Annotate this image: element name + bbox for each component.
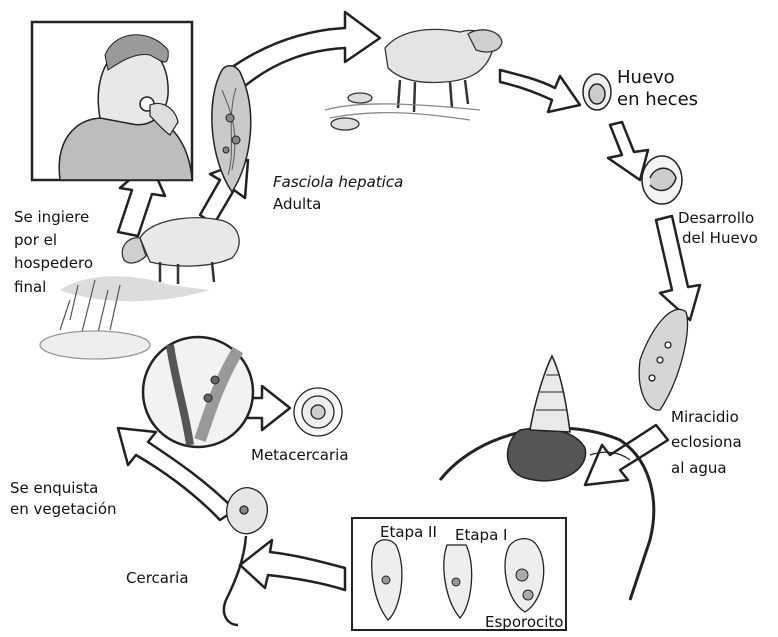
label-desarrollo-1: Desarrollo bbox=[678, 208, 754, 228]
label-enquista-2: en vegetación bbox=[10, 499, 117, 519]
label-fasciola-hepatica: Fasciola hepatica bbox=[273, 172, 403, 192]
label-esporocito: Esporocito bbox=[485, 612, 563, 632]
egg-in-feces bbox=[583, 74, 611, 110]
label-miracidio-2: eclosiona bbox=[671, 432, 742, 452]
label-desarrollo-2: del Huevo bbox=[682, 228, 758, 248]
human-panel bbox=[32, 22, 192, 180]
label-enquista-1: Se enquista bbox=[10, 478, 98, 498]
label-ingiere-1: Se ingiere bbox=[14, 207, 89, 227]
label-miracidio-3: al agua bbox=[671, 458, 727, 478]
developing-egg bbox=[642, 156, 682, 204]
arrow-snail-to-cercaria bbox=[240, 540, 345, 590]
metacercaria bbox=[294, 388, 342, 436]
label-metacercaria: Metacercaria bbox=[251, 445, 349, 465]
label-cercaria: Cercaria bbox=[126, 568, 189, 588]
label-miracidio-1: Miracidio bbox=[671, 407, 739, 427]
label-adulta: Adulta bbox=[273, 194, 321, 214]
label-etapa-2: Etapa II bbox=[380, 522, 437, 542]
arrow-sheep-to-egg bbox=[500, 70, 580, 112]
label-ingiere-4: final bbox=[14, 277, 46, 297]
label-huevo-heces-1: Huevo bbox=[617, 67, 675, 89]
vegetation-magnifier bbox=[143, 337, 253, 447]
miracidium bbox=[639, 309, 687, 410]
label-etapa-1: Etapa I bbox=[455, 525, 507, 545]
label-huevo-heces-2: en heces bbox=[617, 89, 698, 111]
label-ingiere-2: por el bbox=[14, 230, 57, 250]
arrow-adult-to-sheep bbox=[228, 12, 380, 90]
arrow-egg-to-development bbox=[608, 122, 648, 180]
label-ingiere-3: hospedero bbox=[14, 253, 93, 273]
